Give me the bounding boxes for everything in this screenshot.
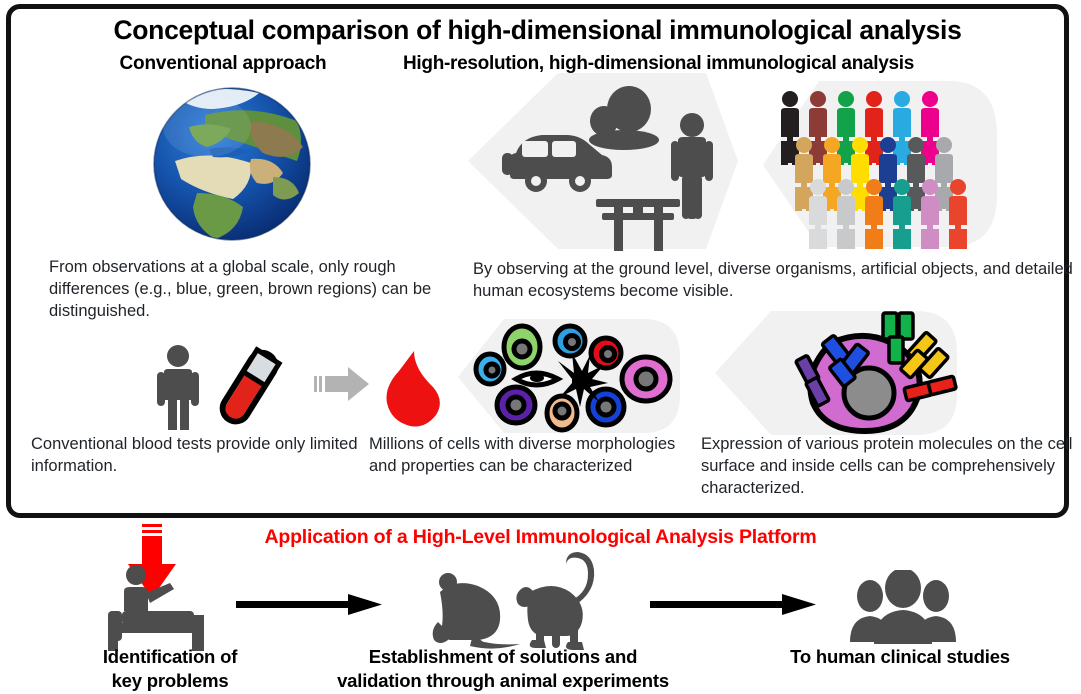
- caption-protein-expression: Expression of various protein molecules …: [701, 435, 1073, 497]
- page-title: Conceptual comparison of high-dimensiona…: [113, 15, 962, 45]
- flow-label-identification-line1: Identification of: [102, 646, 238, 667]
- gray-right-arrow-icon: [314, 364, 370, 404]
- flow-label-identification: Identification of key problems: [40, 645, 300, 693]
- column-header-conventional: Conventional approach: [119, 53, 327, 74]
- caption-ground-observation: By observing at the ground level, divers…: [473, 260, 1073, 300]
- flow-label-animal-experiments: Establishment of solutions and validatio…: [268, 645, 738, 693]
- mouse-icon: [420, 560, 525, 650]
- ground-level-scene-icon: [466, 71, 741, 251]
- flow-label-human-clinical-studies: To human clinical studies: [790, 646, 1010, 667]
- earth-globe-icon: [147, 81, 317, 247]
- conceptual-comparison-panel: Conceptual comparison of high-dimensiona…: [6, 4, 1073, 518]
- caption-global-observation: From observations at a global scale, onl…: [49, 258, 432, 320]
- blood-drop-icon: [383, 349, 445, 429]
- monkey-icon: [512, 548, 612, 650]
- cell-surface-antibody-icon: [701, 309, 961, 437]
- flow-label-animal-line1: Establishment of solutions and: [368, 646, 638, 667]
- flow-label-identification-line2: key problems: [111, 670, 229, 692]
- flow-label-animal-line2: validation through animal experiments: [337, 670, 669, 692]
- colorful-people-crowd-icon: [759, 79, 1004, 253]
- caption-conventional-blood-test: Conventional blood tests provide only li…: [31, 435, 358, 475]
- caption-millions-of-cells: Millions of cells with diverse morpholog…: [369, 435, 676, 475]
- person-blood-test-icon: [146, 344, 306, 432]
- flow-arrow-2-icon: [650, 592, 818, 618]
- group-of-people-icon: [848, 568, 958, 648]
- diverse-immune-cells-icon: [454, 317, 684, 435]
- patient-in-bed-icon: [96, 565, 236, 651]
- column-header-high-resolution: High-resolution, high-dimensional immuno…: [403, 53, 915, 74]
- application-platform-title: Application of a High-Level Immunologica…: [264, 526, 817, 548]
- flow-arrow-1-icon: [236, 592, 384, 618]
